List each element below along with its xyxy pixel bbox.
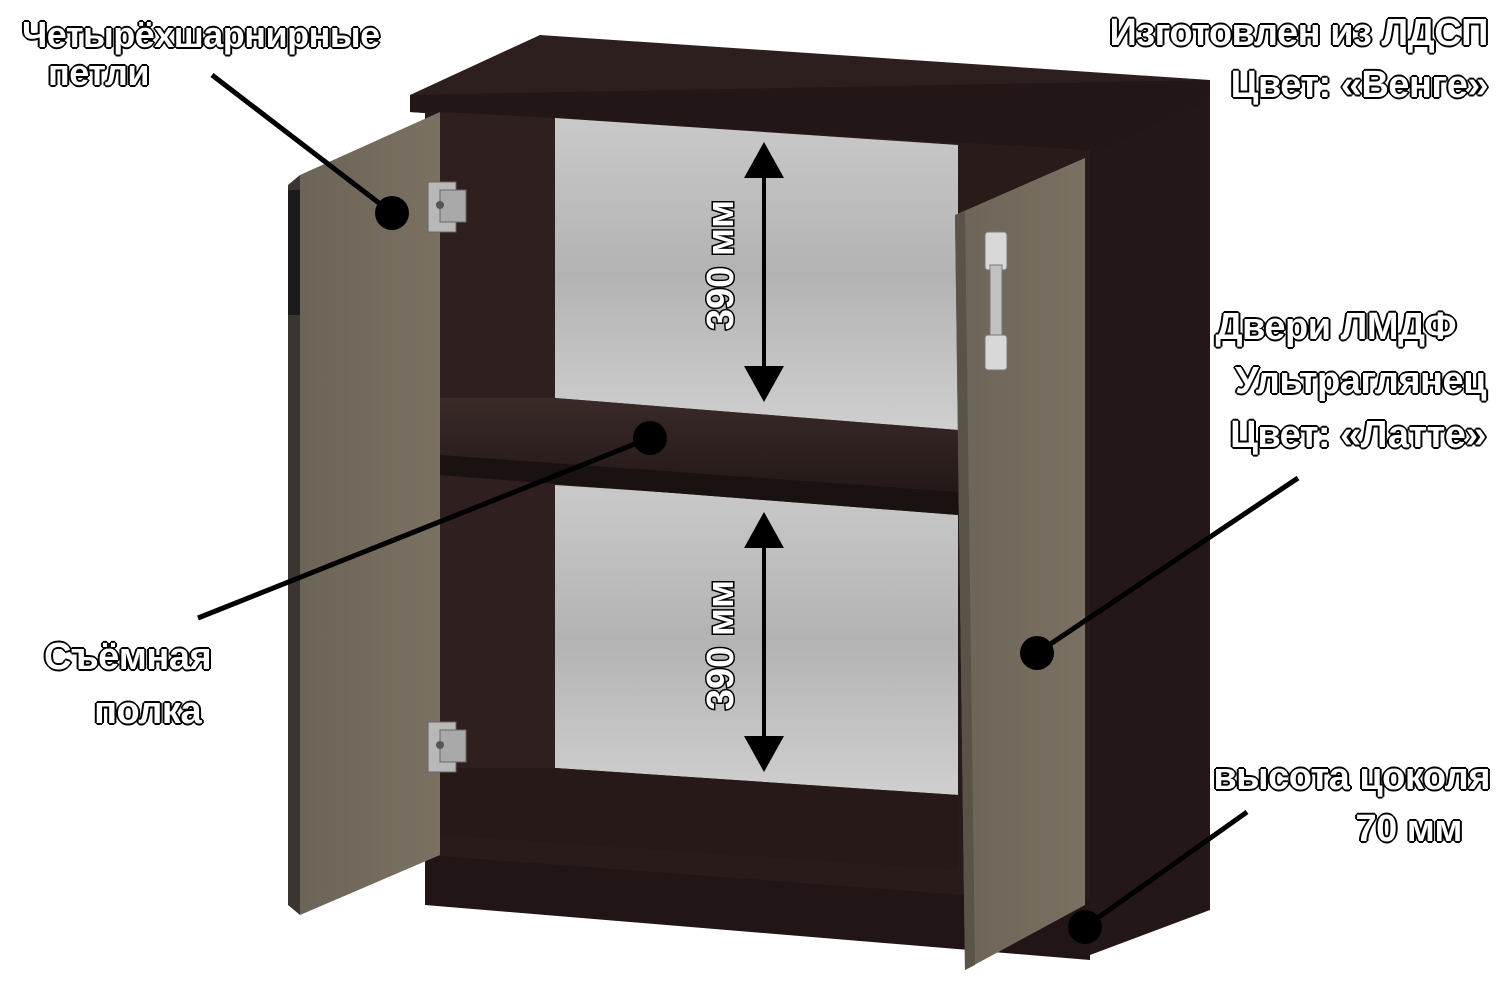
left-door — [300, 112, 440, 915]
doors-label-line1: Двери ЛМДФ — [1215, 306, 1457, 348]
doors-label-line3: Цвет: «Латте» — [1229, 413, 1487, 456]
callout-hinges — [210, 73, 409, 230]
plinth — [425, 855, 1090, 960]
material-label-line2: Цвет: «Венге» — [1230, 63, 1489, 106]
callout-shelf — [197, 421, 667, 621]
material-label-line1: Изготовлен из ЛДСП — [1109, 12, 1489, 54]
shelf-label-line1: Съёмная — [43, 636, 212, 678]
double-arrow-icon — [744, 142, 784, 402]
left-door-edge — [288, 175, 300, 915]
interior-back-lower — [555, 485, 958, 795]
doors-label: Двери ЛМДФ Ультраглянец Цвет: «Латте» — [1215, 306, 1487, 456]
upper-height-dimension: 390 мм — [700, 200, 742, 330]
callout-doors — [1020, 475, 1300, 670]
cabinet-bottom-panel — [440, 768, 958, 870]
hinge-icon — [427, 721, 467, 773]
callout-plinth — [1068, 809, 1249, 944]
hinge-icon — [427, 181, 467, 233]
shelf-label-line2: полка — [93, 689, 202, 732]
hinges-label-line1: Четырёхшарнирные — [21, 14, 381, 55]
doors-label-line2: Ультраглянец — [1234, 359, 1487, 402]
right-door — [955, 158, 1085, 970]
lower-height-dimension: 390 мм — [700, 580, 742, 710]
door-handle-icon — [984, 231, 1008, 371]
hinges-label-line2: петли — [47, 51, 150, 93]
cabinet-side-panel — [1090, 80, 1210, 955]
left-door-handle — [288, 190, 300, 315]
plinth-label-line2: 70 мм — [1355, 807, 1463, 850]
plinth-label-line1: высота цоколя — [1213, 756, 1492, 798]
material-label: Изготовлен из ЛДСП Цвет: «Венге» — [1109, 12, 1489, 106]
plinth-label: высота цоколя 70 мм — [1213, 756, 1492, 850]
right-door-edge — [955, 212, 975, 970]
shelf-label: Съёмная полка — [43, 636, 212, 732]
interior-back-upper — [555, 118, 958, 430]
cabinet-top-front-edge — [410, 80, 1210, 155]
double-arrow-icon — [744, 512, 784, 772]
hinges-label: Четырёхшарнирные петли — [21, 14, 381, 93]
